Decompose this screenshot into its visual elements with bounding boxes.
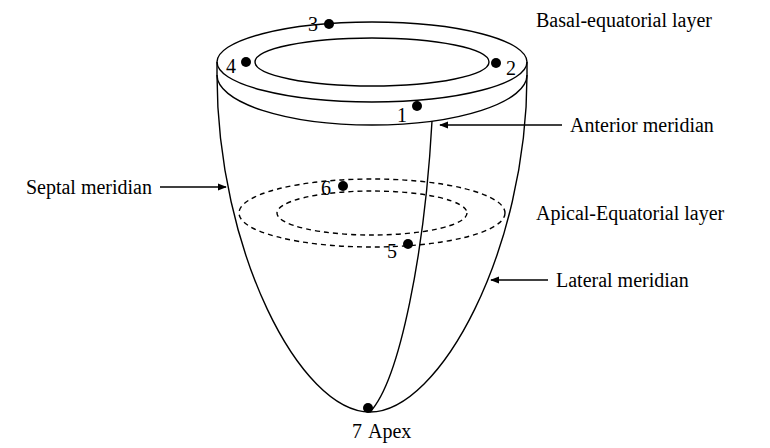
meridian-label: Lateral meridian — [556, 270, 689, 290]
meridian-label: Anterior meridian — [570, 115, 714, 135]
leader-line — [440, 124, 562, 125]
apex-label: Apex — [368, 421, 411, 441]
meridian-label: Septal meridian — [26, 177, 152, 197]
basal-inner-ring — [255, 38, 489, 86]
apical-outer-ring — [239, 179, 505, 247]
apical-inner-ring — [277, 191, 467, 235]
marker-dot — [241, 57, 251, 67]
marker-dot — [403, 239, 413, 249]
callout-number: 3 — [308, 14, 318, 34]
callout-number: 7 — [352, 421, 362, 441]
callout-number: 2 — [506, 58, 516, 78]
marker-dot — [363, 403, 373, 413]
basal-outer-ring — [217, 22, 527, 102]
callout-number: 4 — [226, 56, 236, 76]
callout-number: 5 — [387, 241, 397, 261]
marker-dot — [324, 19, 334, 29]
basal-band — [217, 62, 527, 125]
anterior-meridian-line — [370, 121, 432, 412]
marker-dot — [491, 58, 501, 68]
leader-line — [160, 186, 226, 187]
layer-label: Apical-Equatorial layer — [536, 203, 724, 223]
callout-number: 1 — [397, 105, 407, 125]
marker-dot — [338, 181, 348, 191]
leader-line — [491, 279, 548, 280]
layer-label: Basal-equatorial layer — [536, 10, 712, 30]
callout-number: 6 — [321, 178, 331, 198]
marker-dot — [412, 101, 422, 111]
